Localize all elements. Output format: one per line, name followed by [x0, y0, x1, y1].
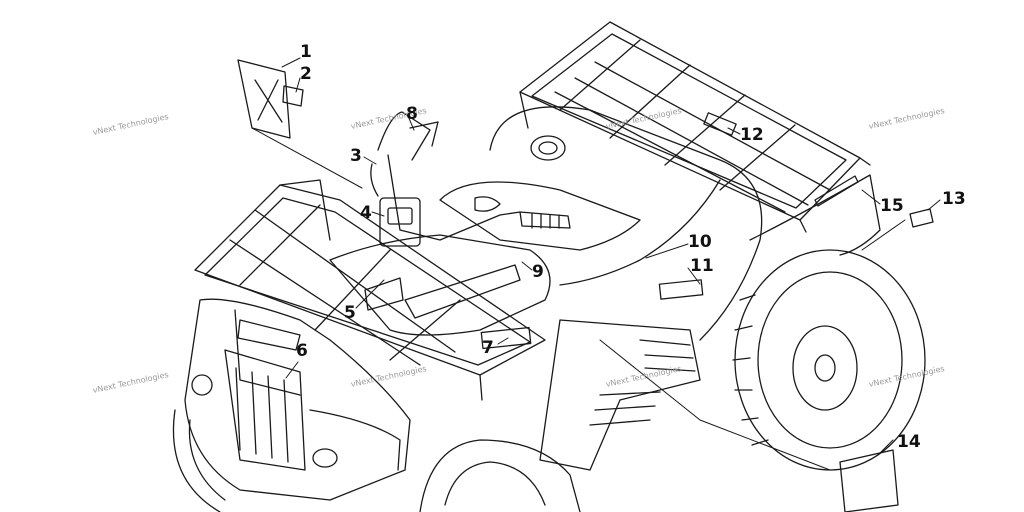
- decal-12: [703, 112, 737, 136]
- decal-3: [370, 163, 379, 197]
- callout-8: 8: [406, 104, 418, 124]
- callout-3: 3: [350, 146, 362, 166]
- decal-7: [480, 326, 532, 350]
- callout-11: 11: [690, 256, 714, 276]
- decal-sheet-1: [237, 59, 291, 139]
- decal-11: [658, 279, 704, 300]
- callout-10: 10: [688, 232, 712, 252]
- leader-lines: [251, 57, 941, 471]
- seat: [439, 181, 641, 251]
- footwell: [539, 319, 701, 471]
- callout-13: 13: [942, 189, 966, 209]
- speedometer: [379, 197, 421, 247]
- callout-5: 5: [344, 303, 356, 323]
- decal-8: [409, 121, 439, 147]
- callout-1: 1: [300, 42, 312, 62]
- front-wheel-left: [172, 409, 226, 512]
- speedometer-screen: [387, 207, 413, 225]
- callout-14: 14: [897, 432, 921, 452]
- callout-6: 6: [296, 341, 308, 361]
- callout-15: 15: [880, 196, 904, 216]
- callout-12: 12: [740, 125, 764, 145]
- rear-fender: [489, 106, 881, 341]
- decal-sheet-14: [839, 449, 899, 512]
- callout-2: 2: [300, 64, 312, 84]
- decal-13: [909, 208, 934, 228]
- front-wheel-right: [419, 439, 581, 512]
- callout-9: 9: [532, 262, 544, 282]
- callout-7: 7: [482, 338, 494, 358]
- rear-rack: [519, 21, 871, 233]
- handlebar: [377, 111, 571, 241]
- front-rack: [194, 179, 546, 401]
- callout-4: 4: [360, 203, 372, 223]
- front-body: [184, 234, 551, 501]
